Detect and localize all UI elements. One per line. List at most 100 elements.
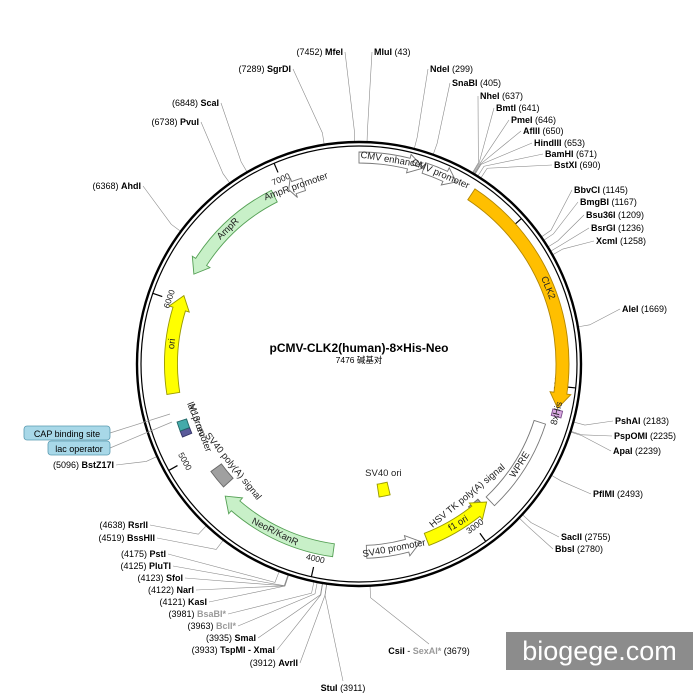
site-position: (671) [574,149,598,159]
leader-alei [577,308,621,328]
site-enzyme: PvuI [180,117,199,127]
feature-neor-kanr [224,495,335,558]
site-label: (4125) PluTI [120,561,171,571]
site-position: (3933) [192,645,221,655]
site-enzyme: BbsI [555,544,575,554]
site-enzyme: Bsu36I [586,210,616,220]
site-label: (7452) MfeI [296,47,343,57]
site-tspmi-xmai: (3933) TspMI - XmaI [192,645,275,655]
site-position: (650) [540,126,564,136]
plasmid-name: pCMV-CLK2(human)-8×His-Neo [269,341,448,355]
site-position: (4121) [159,597,188,607]
site-bamhi: BamHI (671) [545,149,597,159]
site-enzyme: BsaBI* [197,609,227,619]
backbone-inner-ring [140,145,578,583]
leader-aflii [474,130,522,175]
leader-nhei [471,95,479,174]
site-position: (641) [516,103,540,113]
site-label: PshAI (2183) [615,416,669,426]
site-enzyme: BamHI [545,149,574,159]
site-label: PflMI (2493) [593,489,643,499]
site-enzyme: SfoI [166,573,183,583]
leader-pspomi [570,430,613,437]
site-enzyme: BclI* [216,621,237,631]
site-leader-lines [115,51,621,682]
site-label: (6368) AhdI [92,181,141,191]
site-enzyme: PstI [149,549,166,559]
site-label: PmeI (646) [511,115,556,125]
site-label: XcmI (1258) [596,236,646,246]
callout-lac-operator: lac operator [47,421,173,456]
feature-sv40-polya [210,463,234,488]
site-label: ApaI (2239) [613,446,661,456]
leader-avrii [299,583,327,664]
site-label: BmgBI (1167) [580,197,637,207]
site-enzyme: CsiI [388,646,405,656]
site-nhei: NheI (637) [480,91,523,101]
site-position: (1145) [600,185,628,195]
leader-xcmi [552,240,595,256]
feature-ampr-promoter [288,177,307,198]
feature-cmv-promoter [421,162,458,186]
site-position: (690) [577,160,601,170]
site-smai: (3935) SmaI [206,633,256,643]
site-snabi: SnaBI (405) [452,78,501,88]
leader-psti [167,553,280,583]
site-position: (2235) [648,431,677,441]
lac-operator-box [47,440,111,456]
site-enzyme-alt: SexAI* [413,646,442,656]
site-sacii: SacII (2755) [561,532,611,542]
site-label: (4638) RsrII [99,520,148,530]
site-bmti: BmtI (641) [496,103,540,113]
site-enzyme: SgrDI [267,64,291,74]
leader-bbsi [518,517,554,550]
site-separator: - [405,646,413,656]
site-enzyme: MluI [374,47,392,57]
tick-mark [273,162,279,173]
site-enzyme: RsrII [128,520,148,530]
site-label: Bsu36I (1209) [586,210,644,220]
site-enzyme: SacII [561,532,582,542]
leader-bsrgi [550,227,590,252]
site-scai: (6848) ScaI [172,98,219,108]
site-position: (1167) [609,197,637,207]
site-position: (4123) [137,573,166,583]
site-position: (2183) [641,416,670,426]
tick-mark [168,465,178,471]
site-position: (653) [562,138,586,148]
site-label: AflII (650) [523,126,564,136]
site-label: (3912) AvrII [250,658,298,668]
leader-ndei [413,68,429,150]
site-bstz17i: (5096) BstZ17I [53,460,114,470]
site-enzyme: BmgBI [580,197,609,207]
site-enzyme: PshAI [615,416,641,426]
site-label: (7289) SgrDI [238,64,291,74]
leader-bstz17i [115,456,158,466]
site-label: (5096) BstZ17I [53,460,114,470]
site-label: (3935) SmaI [206,633,256,643]
leader-bmgbi [543,201,579,241]
leader-stui [324,583,344,682]
feature-label-sv40-ori: SV40 ori [365,468,401,479]
site-enzyme: PspOMI [614,431,648,441]
leader-bsu36i [547,214,585,248]
site-label: (3963) BclI* [187,621,236,631]
site-position: (7452) [296,47,325,57]
leader-mfei [344,51,355,143]
feature-8xhis [550,408,564,419]
leader-csii [369,585,430,645]
site-position: (6738) [151,117,180,127]
site-label: (4123) SfoI [137,573,183,583]
leader-mlui [366,51,373,143]
feature-label-sv40-promoter: SV40 promoter [362,537,427,560]
site-position: (2239) [633,446,662,456]
site-enzyme: SmaI [234,633,256,643]
leader-ahdi [142,185,182,232]
site-label: BamHI (671) [545,149,597,159]
site-position: (43) [392,47,411,57]
site-enzyme: SnaBI [452,78,478,88]
site-rsrii: (4638) RsrII [99,520,148,530]
site-position: (3912) [250,658,279,668]
site-hindiii: HindIII (653) [534,138,585,148]
